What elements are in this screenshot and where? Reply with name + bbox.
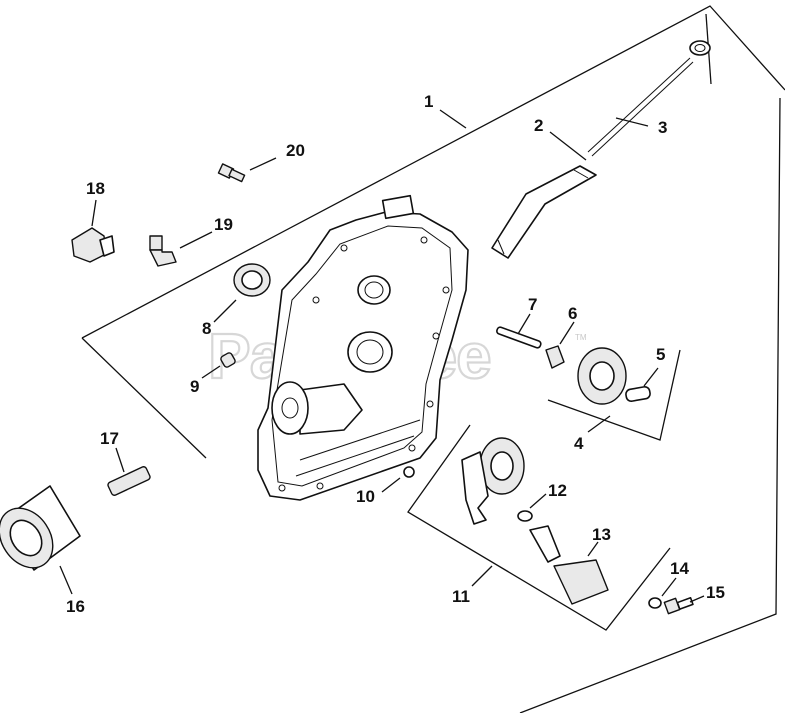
dipstick [587, 40, 711, 157]
callout-6: 6 [568, 304, 577, 323]
callout-17: 17 [100, 429, 119, 448]
o-ring-10 [403, 466, 415, 478]
screw-20 [217, 163, 246, 183]
callout-15: 15 [706, 583, 725, 602]
elbow-fitting [149, 235, 177, 267]
oil-filter [0, 485, 81, 571]
callout-12: 12 [548, 481, 567, 500]
callout-labels: 1 2 3 4 5 6 7 8 9 10 11 12 13 14 15 16 1… [66, 92, 725, 616]
leader-lines [59, 109, 705, 603]
oil-pump [461, 437, 525, 525]
callout-4: 4 [574, 434, 584, 453]
callout-20: 20 [286, 141, 305, 160]
retainer-clip [545, 345, 565, 369]
callout-5: 5 [656, 345, 665, 364]
callout-2: 2 [534, 116, 543, 135]
bolt-15 [663, 596, 694, 615]
oil-sensor [71, 227, 115, 263]
callout-7: 7 [528, 295, 537, 314]
gear-pin [625, 385, 651, 403]
callout-10: 10 [356, 487, 375, 506]
oil-seal [233, 263, 271, 297]
callout-14: 14 [670, 559, 689, 578]
callout-1: 1 [424, 92, 433, 111]
callout-18: 18 [86, 179, 105, 198]
oil-pickup [529, 525, 609, 605]
callout-3: 3 [658, 118, 667, 137]
callout-11: 11 [452, 587, 470, 606]
assembly-outline-4 [547, 349, 681, 441]
watermark-trademark: TM [575, 333, 587, 342]
callout-19: 19 [214, 215, 233, 234]
gear-shaft [496, 326, 542, 349]
oil-filter-adapter [107, 466, 151, 496]
callout-13: 13 [592, 525, 611, 544]
gear-cover-housing [257, 194, 469, 501]
callout-9: 9 [190, 377, 199, 396]
o-ring-12 [517, 510, 533, 522]
washer [648, 597, 662, 609]
assembly-outline-1 [81, 5, 785, 713]
dowel-pin [220, 352, 236, 368]
assembly-outline-11 [407, 424, 671, 631]
dipstick-tube [491, 165, 597, 259]
callout-16: 16 [66, 597, 85, 616]
callout-8: 8 [202, 319, 211, 338]
governor-gear [577, 347, 627, 405]
